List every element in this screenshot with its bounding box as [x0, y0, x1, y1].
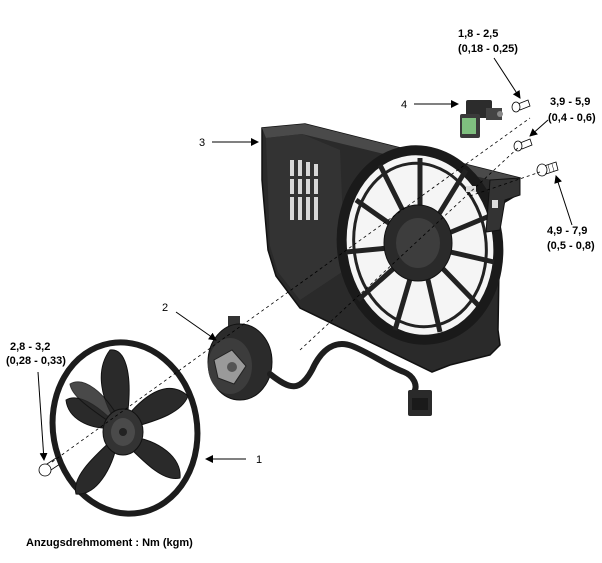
torque-shroud-kgm: (0,5 - 0,8) [547, 240, 595, 252]
callout-3: 3 [199, 137, 205, 149]
motor-connector [408, 390, 432, 416]
callout-leaders [37, 57, 573, 463]
motor-wire [267, 341, 419, 395]
torque-resistor-bottom-kgm: (0,4 - 0,6) [548, 112, 596, 124]
torque-resistor-top-nm: 1,8 - 2,5 [458, 28, 498, 40]
fan-resistor [460, 100, 503, 138]
screw-fan-hub [38, 457, 61, 477]
shroud-vents [288, 160, 320, 220]
torque-shroud-nm: 4,9 - 7,9 [547, 225, 587, 237]
fan-blade [49, 339, 201, 517]
assembly-lines [51, 117, 541, 463]
torque-resistor-bottom-nm: 3,9 - 5,9 [550, 96, 590, 108]
callout-2: 2 [162, 302, 168, 314]
callout-1: 1 [256, 454, 262, 466]
callout-4: 4 [401, 99, 407, 111]
torque-fan-hub-kgm: (0,28 - 0,33) [6, 355, 66, 367]
screw-shroud [536, 161, 559, 177]
fan-shroud [261, 123, 521, 373]
screw-resistor-bottom [513, 138, 533, 152]
torque-fan-hub-nm: 2,8 - 3,2 [10, 341, 50, 353]
screw-resistor-top [511, 99, 531, 113]
torque-unit-legend: Anzugsdrehmoment : Nm (kgm) [26, 537, 193, 549]
fan-motor [207, 316, 419, 401]
torque-resistor-top-kgm: (0,18 - 0,25) [458, 43, 518, 55]
